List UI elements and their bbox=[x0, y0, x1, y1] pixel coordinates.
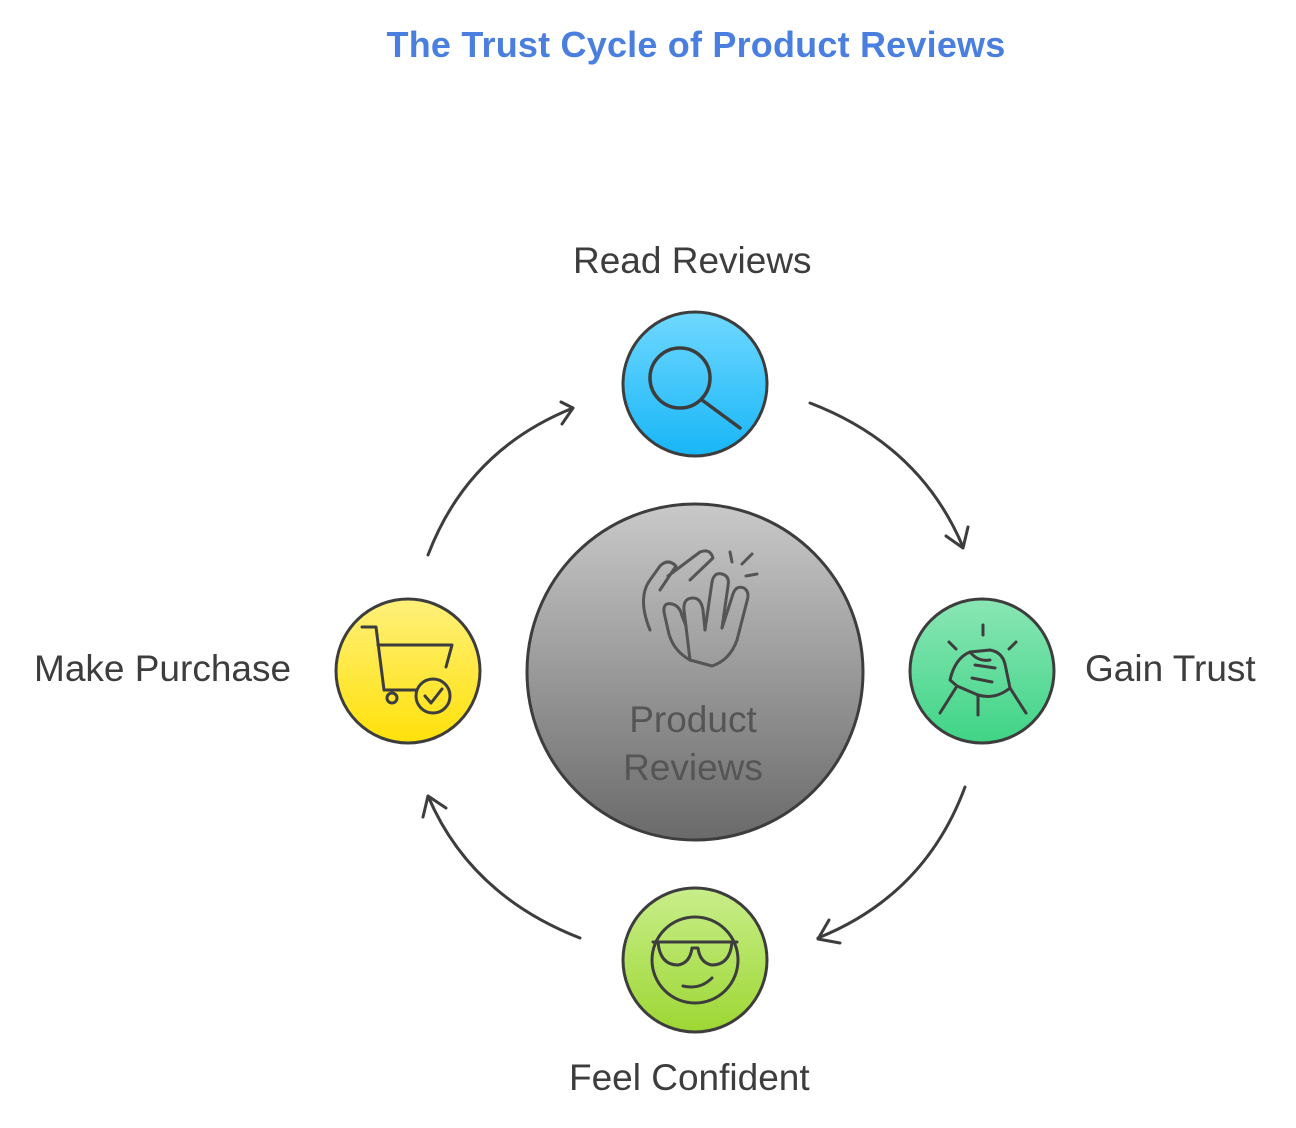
step-label-read-reviews: Read Reviews bbox=[573, 240, 812, 281]
step-label-gain-trust: Gain Trust bbox=[1085, 648, 1256, 689]
handshake-icon bbox=[938, 623, 1028, 717]
center-label-line2: Reviews bbox=[623, 747, 763, 788]
magnifier-icon bbox=[648, 346, 742, 430]
step-label-feel-confident: Feel Confident bbox=[569, 1057, 810, 1098]
center-label-line1: Product bbox=[629, 699, 757, 740]
arrow-read-to-trust bbox=[808, 401, 970, 550]
node-feel-confident bbox=[621, 886, 769, 1034]
arrow-confident-to-purchase bbox=[421, 794, 582, 940]
step-label-make-purchase: Make Purchase bbox=[34, 648, 292, 689]
node-make-purchase bbox=[334, 597, 482, 745]
shopping-cart-check-icon bbox=[360, 625, 454, 715]
node-read-reviews bbox=[621, 310, 769, 458]
node-gain-trust bbox=[908, 597, 1056, 745]
diagram-title: The Trust Cycle of Product Reviews bbox=[386, 24, 1006, 65]
center-node: Product Reviews bbox=[525, 502, 865, 842]
clapping-hands-icon bbox=[642, 549, 759, 668]
sunglasses-face-icon bbox=[650, 915, 740, 1005]
arrow-trust-to-confident bbox=[816, 785, 967, 945]
arrow-purchase-to-read bbox=[426, 400, 575, 557]
